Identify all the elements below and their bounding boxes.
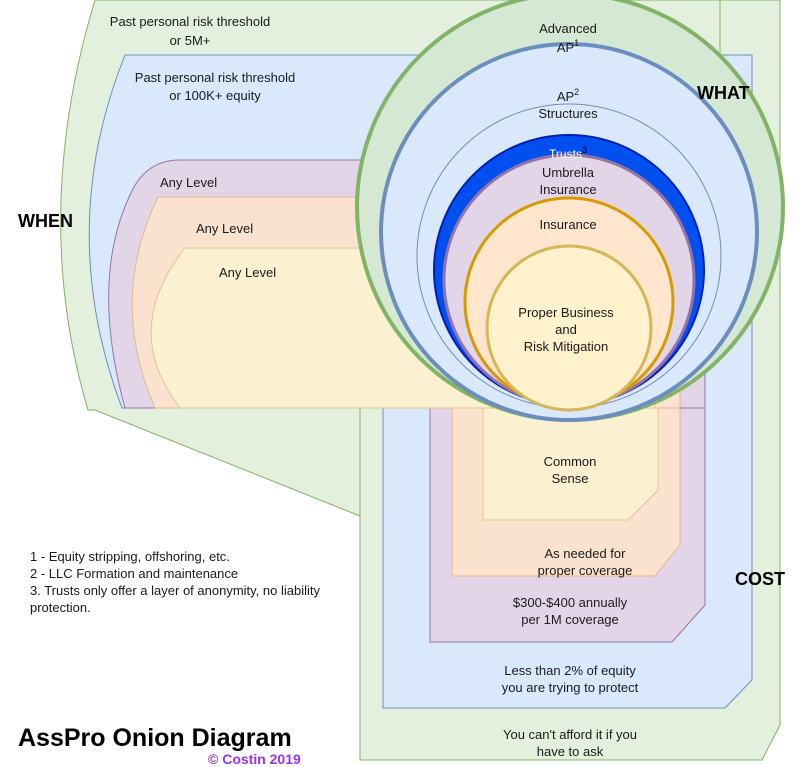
core-label-1: Proper Business	[518, 305, 614, 320]
core-label-3: Risk Mitigation	[524, 339, 609, 354]
footnote-2: 2 - LLC Formation and maintenance	[30, 566, 238, 581]
copyright: © Costin 2019	[208, 751, 301, 767]
footnote-3: 3. Trusts only offer a layer of anonymit…	[30, 583, 320, 598]
cost-equity-2: you are trying to protect	[502, 680, 639, 695]
cost-umbrella-2: per 1M coverage	[521, 612, 619, 627]
when-heading: WHEN	[18, 211, 73, 231]
when-band-100k-label: Past personal risk threshold	[135, 70, 295, 85]
cost-insurance-1: As needed for	[545, 546, 627, 561]
cost-insurance-2: proper coverage	[538, 563, 633, 578]
diagram-title: AssPro Onion Diagram	[18, 724, 292, 752]
ap-label: AP2	[557, 87, 579, 104]
cost-common-sense-1: Common	[544, 454, 597, 469]
cost-equity-1: Less than 2% of equity	[504, 663, 636, 678]
footnote-3-cont: protection.	[30, 600, 91, 615]
cost-umbrella-1: $300-$400 annually	[513, 595, 628, 610]
core-label-2: and	[555, 322, 577, 337]
footnote-1: 1 - Equity stripping, offshoring, etc.	[30, 549, 230, 564]
umbrella-insurance-label: Insurance	[539, 182, 596, 197]
advanced-ap-label: AP1	[557, 38, 579, 55]
trusts-label: Trusts3	[549, 145, 587, 161]
when-band-5m-label: Past personal risk threshold	[110, 14, 270, 29]
when-band-any-level-3: Any Level	[219, 265, 276, 280]
circle-core	[485, 244, 653, 412]
what-heading: WHAT	[697, 83, 750, 103]
when-band-100k-label-2: or 100K+ equity	[169, 88, 261, 103]
when-band-any-level-1: Any Level	[160, 175, 217, 190]
cost-common-sense-2: Sense	[552, 471, 589, 486]
cost-afford-2: have to ask	[537, 744, 604, 759]
insurance-label: Insurance	[539, 217, 596, 232]
cost-afford-1: You can't afford it if you	[503, 727, 637, 742]
advanced-label: Advanced	[539, 21, 597, 36]
when-band-any-level-2: Any Level	[196, 221, 253, 236]
structures-label: Structures	[538, 106, 598, 121]
cost-heading: COST	[735, 569, 785, 589]
when-band-5m-label-2: or 5M+	[170, 33, 211, 48]
umbrella-label: Umbrella	[542, 165, 595, 180]
